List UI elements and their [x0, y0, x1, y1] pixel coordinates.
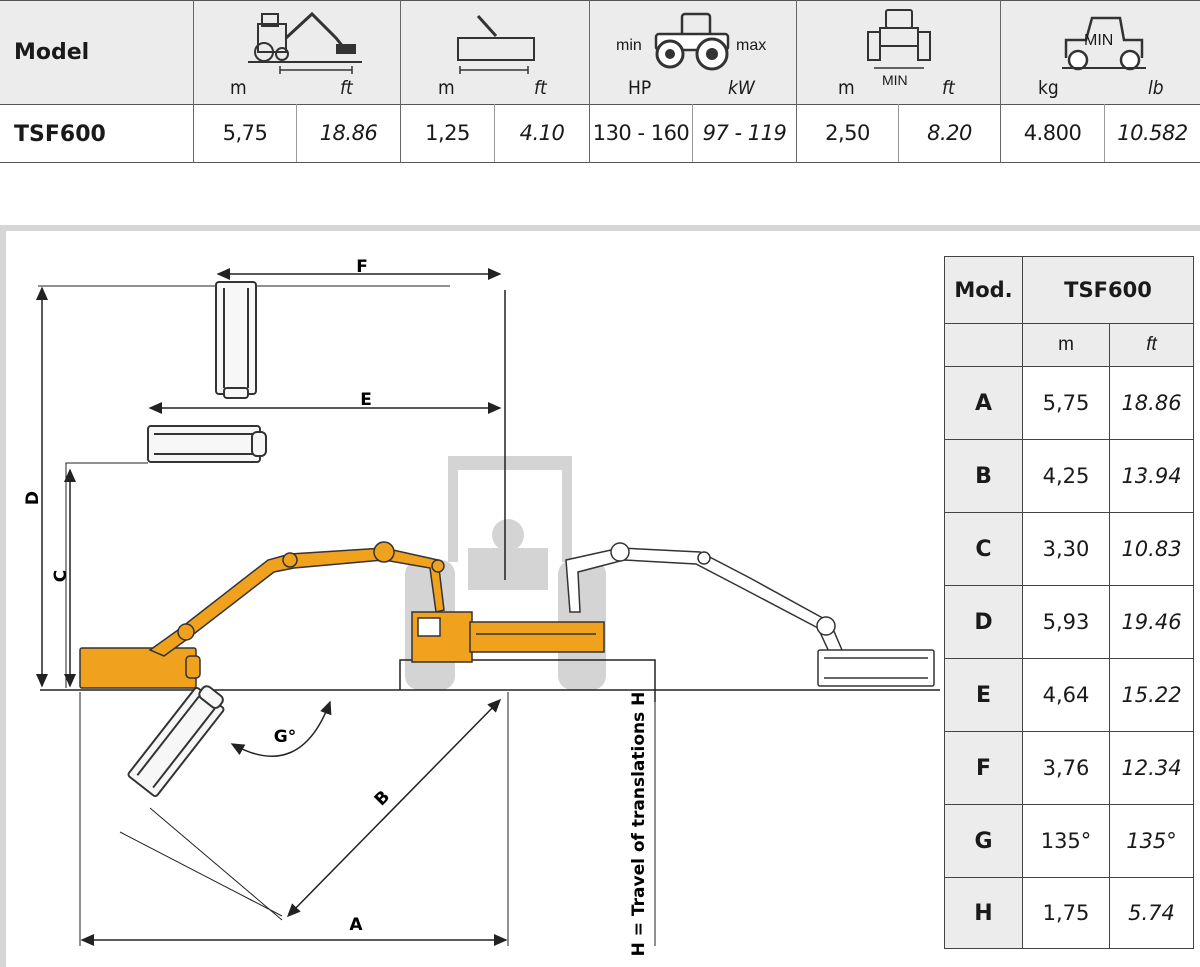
max-label: max: [736, 37, 767, 54]
weight-lb-value: 10.582: [1117, 121, 1188, 145]
reach-m-value: 5,75: [222, 121, 268, 145]
table-row: E 4,64 15.22: [944, 658, 1194, 732]
track-ft-value: 8.20: [927, 121, 972, 145]
reach-ft-value: 18.86: [319, 121, 378, 145]
unit-ft: ft: [340, 77, 353, 99]
label-h: H = Travel of translations H: [629, 692, 649, 957]
min-label: min: [616, 37, 642, 54]
tractor-icon: [654, 12, 730, 71]
ballast-weight-icon: [1062, 16, 1146, 71]
power-kw-value: 97 - 119: [702, 121, 787, 145]
weight-kg-value: 4.800: [1023, 121, 1082, 145]
cutting-width-icon: [457, 14, 535, 74]
flail-head-tilted: [127, 685, 225, 797]
dimensions-table: Mod. TSF600 m ft A 5,75 18.86 B 4,25 13.…: [944, 256, 1194, 949]
mod-header: Mod.: [944, 256, 1023, 324]
mower-arm-orange: [79, 541, 605, 689]
width-ft-value: 4.10: [519, 121, 565, 145]
label-g: G°: [274, 727, 296, 747]
label-c: C: [51, 570, 71, 582]
flail-head-raised: [147, 425, 267, 463]
unit-hp: HP: [628, 77, 652, 99]
unit-kw: kW: [728, 77, 755, 99]
table-row: A 5,75 18.86: [944, 366, 1194, 440]
table-row: F 3,76 12.34: [944, 731, 1194, 805]
ground-lines: [40, 290, 940, 702]
label-d: D: [23, 491, 43, 505]
spec-header-row: [0, 0, 1200, 104]
spec-table: Model TSF600 m ft 5,75 18.86 m ft 1,25 4…: [0, 0, 1200, 165]
unit-m: m: [838, 77, 855, 99]
min-label: MIN: [882, 72, 908, 88]
table-row: C 3,30 10.83: [944, 512, 1194, 586]
empty-cell: [944, 323, 1023, 367]
mower-arm-outline: [565, 542, 935, 687]
unit-m: m: [230, 77, 247, 99]
unit-m: m: [1022, 323, 1110, 367]
unit-lb: lb: [1148, 77, 1164, 99]
width-m-value: 1,25: [425, 121, 470, 145]
label-e: E: [360, 390, 372, 410]
label-a: A: [349, 915, 363, 935]
model-value: TSF600: [14, 121, 106, 147]
dimension-diagram: F E D C G° B A H = Travel of translation…: [23, 257, 940, 957]
track-width-icon: [867, 9, 931, 69]
label-b: B: [371, 787, 394, 810]
table-row: H 1,75 5.74: [944, 877, 1194, 949]
divider: [0, 0, 1200, 1]
min-label: MIN: [1084, 32, 1114, 49]
table-row: D 5,93 19.46: [944, 585, 1194, 659]
unit-kg: kg: [1038, 77, 1059, 99]
divider: [0, 162, 1200, 163]
table-row: G 135° 135°: [944, 804, 1194, 878]
unit-ft: ft: [1109, 323, 1194, 367]
reach-icon: [248, 11, 362, 74]
table-row: B 4,25 13.94: [944, 439, 1194, 513]
flail-head-vertical: [215, 281, 257, 399]
unit-ft: ft: [534, 77, 547, 99]
model-header: TSF600: [1022, 256, 1194, 324]
label-f: F: [356, 257, 368, 277]
unit-ft: ft: [942, 77, 955, 99]
power-hp-value: 130 - 160: [592, 121, 690, 145]
model-header: Model: [14, 39, 90, 65]
track-m-value: 2,50: [825, 121, 870, 145]
divider: [0, 104, 1200, 105]
dimension-lines: [36, 268, 656, 946]
unit-m: m: [438, 77, 455, 99]
